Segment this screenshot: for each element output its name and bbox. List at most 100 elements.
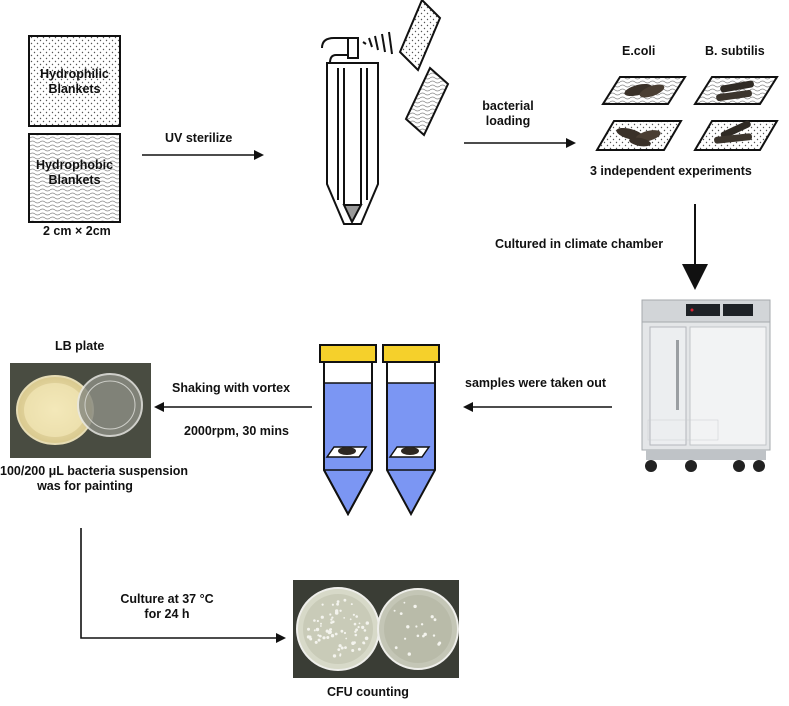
colony-dot	[365, 621, 369, 625]
colony-dot	[364, 636, 369, 641]
cfu-colonies-right	[393, 601, 442, 656]
colony-dot	[354, 630, 357, 633]
colony-dot	[320, 622, 322, 625]
bsubtilis-label: B. subtilis	[705, 44, 765, 58]
colony-dot	[325, 629, 329, 633]
hydrophilic-line-1: Hydrophilic	[40, 67, 109, 81]
colony-dot	[432, 634, 436, 637]
colony-dot	[315, 627, 320, 632]
colony-dot	[343, 598, 347, 602]
colony-dot	[404, 637, 407, 640]
colony-dot	[334, 632, 338, 636]
centrifuge-tube-right	[382, 344, 440, 517]
colony-dot	[407, 652, 411, 656]
colony-dot	[328, 630, 332, 634]
vortex-label: Shaking with vortex	[172, 381, 291, 395]
size-label: 2 cm × 2cm	[43, 224, 111, 238]
colony-dot	[332, 654, 337, 658]
hydrophilic-blanket	[28, 35, 121, 127]
colony-dot	[339, 609, 342, 612]
colony-dot	[338, 644, 342, 648]
painting-label: 100/200 μL bacteria suspension was for p…	[0, 464, 188, 494]
colony-dot	[363, 642, 366, 645]
colony-dot	[339, 654, 342, 657]
colony-dot	[413, 604, 417, 609]
bsubtilis-sample-1	[693, 76, 779, 105]
colony-dot	[340, 629, 344, 633]
ecoli-sample-2	[595, 120, 683, 151]
vortex-speed-label: 2000rpm, 30 mins	[184, 424, 289, 438]
colony-dot	[350, 603, 353, 606]
colony-dot	[355, 628, 358, 632]
colony-dot	[330, 621, 333, 624]
cfu-plates-photo	[293, 580, 459, 678]
hydrophilic-label: Hydrophilic Blankets	[29, 67, 120, 97]
colony-dot	[416, 634, 420, 638]
colony-dot	[343, 617, 346, 619]
colony-dot	[336, 602, 339, 606]
colony-dot	[362, 626, 365, 629]
colony-dot	[355, 615, 359, 618]
uv-lamp-icon	[321, 31, 393, 225]
colony-dot	[320, 615, 324, 619]
colony-dot	[394, 646, 398, 650]
colony-dot	[335, 609, 339, 613]
colony-dot	[433, 618, 437, 622]
colony-dot	[316, 619, 319, 623]
colony-dot	[438, 641, 442, 645]
colony-dot	[306, 635, 311, 639]
replicates-label: 3 independent experiments	[590, 164, 752, 178]
colony-dot	[309, 637, 313, 641]
painting-line-2: was for painting	[37, 479, 133, 493]
colony-dot	[354, 633, 358, 637]
colony-dot	[403, 601, 406, 604]
colony-dot	[321, 603, 324, 606]
colony-dot	[345, 637, 348, 640]
hydrophobic-line-2: Blankets	[48, 173, 101, 187]
colony-dot	[331, 616, 334, 619]
ecoli-label: E.coli	[622, 44, 656, 58]
culture-line-2: for 24 h	[144, 607, 190, 621]
centrifuge-tube-left	[319, 344, 377, 517]
colony-dot	[343, 631, 347, 635]
lb-plate-photo	[10, 363, 151, 458]
blanket-pieces-icon	[398, 0, 450, 137]
culture-label: Culture at 37 °C for 24 h	[112, 592, 222, 622]
loading-line-1: bacterial	[482, 99, 534, 113]
colony-dot	[317, 638, 321, 642]
colony-dot	[353, 641, 356, 644]
climate-chamber-icon	[641, 299, 771, 472]
colony-dot	[363, 629, 367, 632]
colony-dot	[415, 625, 418, 628]
lb-plate-label: LB plate	[55, 339, 105, 353]
colony-dot	[399, 612, 403, 615]
hydrophobic-line-1: Hydrophobic	[35, 158, 114, 172]
colony-dot	[358, 622, 361, 625]
colony-dot	[344, 646, 347, 649]
colony-dot	[314, 640, 318, 644]
climate-chamber-label: Cultured in climate chamber	[495, 237, 664, 251]
colony-dot	[307, 627, 310, 631]
colony-dot	[313, 619, 316, 622]
culture-line-1: Culture at 37 °C	[120, 592, 214, 606]
colony-dot	[326, 636, 330, 639]
colony-dot	[352, 613, 355, 616]
cfu-counting-label: CFU counting	[327, 685, 409, 699]
colony-dot	[318, 634, 322, 638]
colony-dot	[340, 646, 344, 650]
colony-dot	[357, 647, 361, 651]
colony-dot	[393, 609, 396, 612]
colony-dot	[320, 625, 322, 627]
colony-dot	[357, 626, 360, 629]
samples-taken-out-label: samples were taken out	[465, 376, 607, 390]
colony-dot	[423, 632, 427, 636]
colony-dot	[351, 649, 355, 652]
colony-dot	[330, 634, 335, 638]
colony-dot	[313, 629, 316, 632]
hydrophilic-line-2: Blankets	[48, 82, 101, 96]
colony-dot	[322, 636, 326, 640]
colony-dot	[331, 603, 334, 606]
bsubtilis-sample-2	[693, 120, 779, 151]
arrow-culture	[80, 528, 286, 643]
